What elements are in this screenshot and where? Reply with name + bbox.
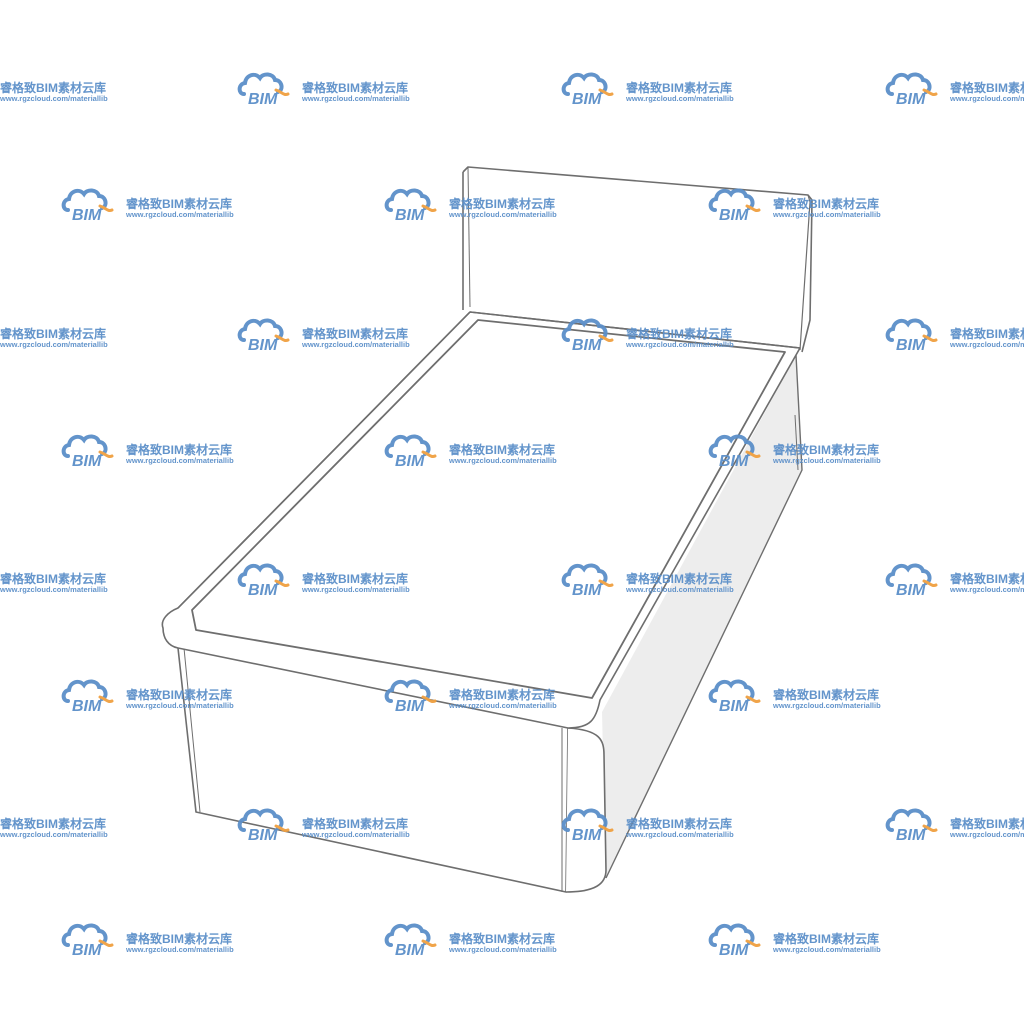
side-panel: [602, 355, 802, 878]
bed-drawing: [161, 166, 813, 893]
